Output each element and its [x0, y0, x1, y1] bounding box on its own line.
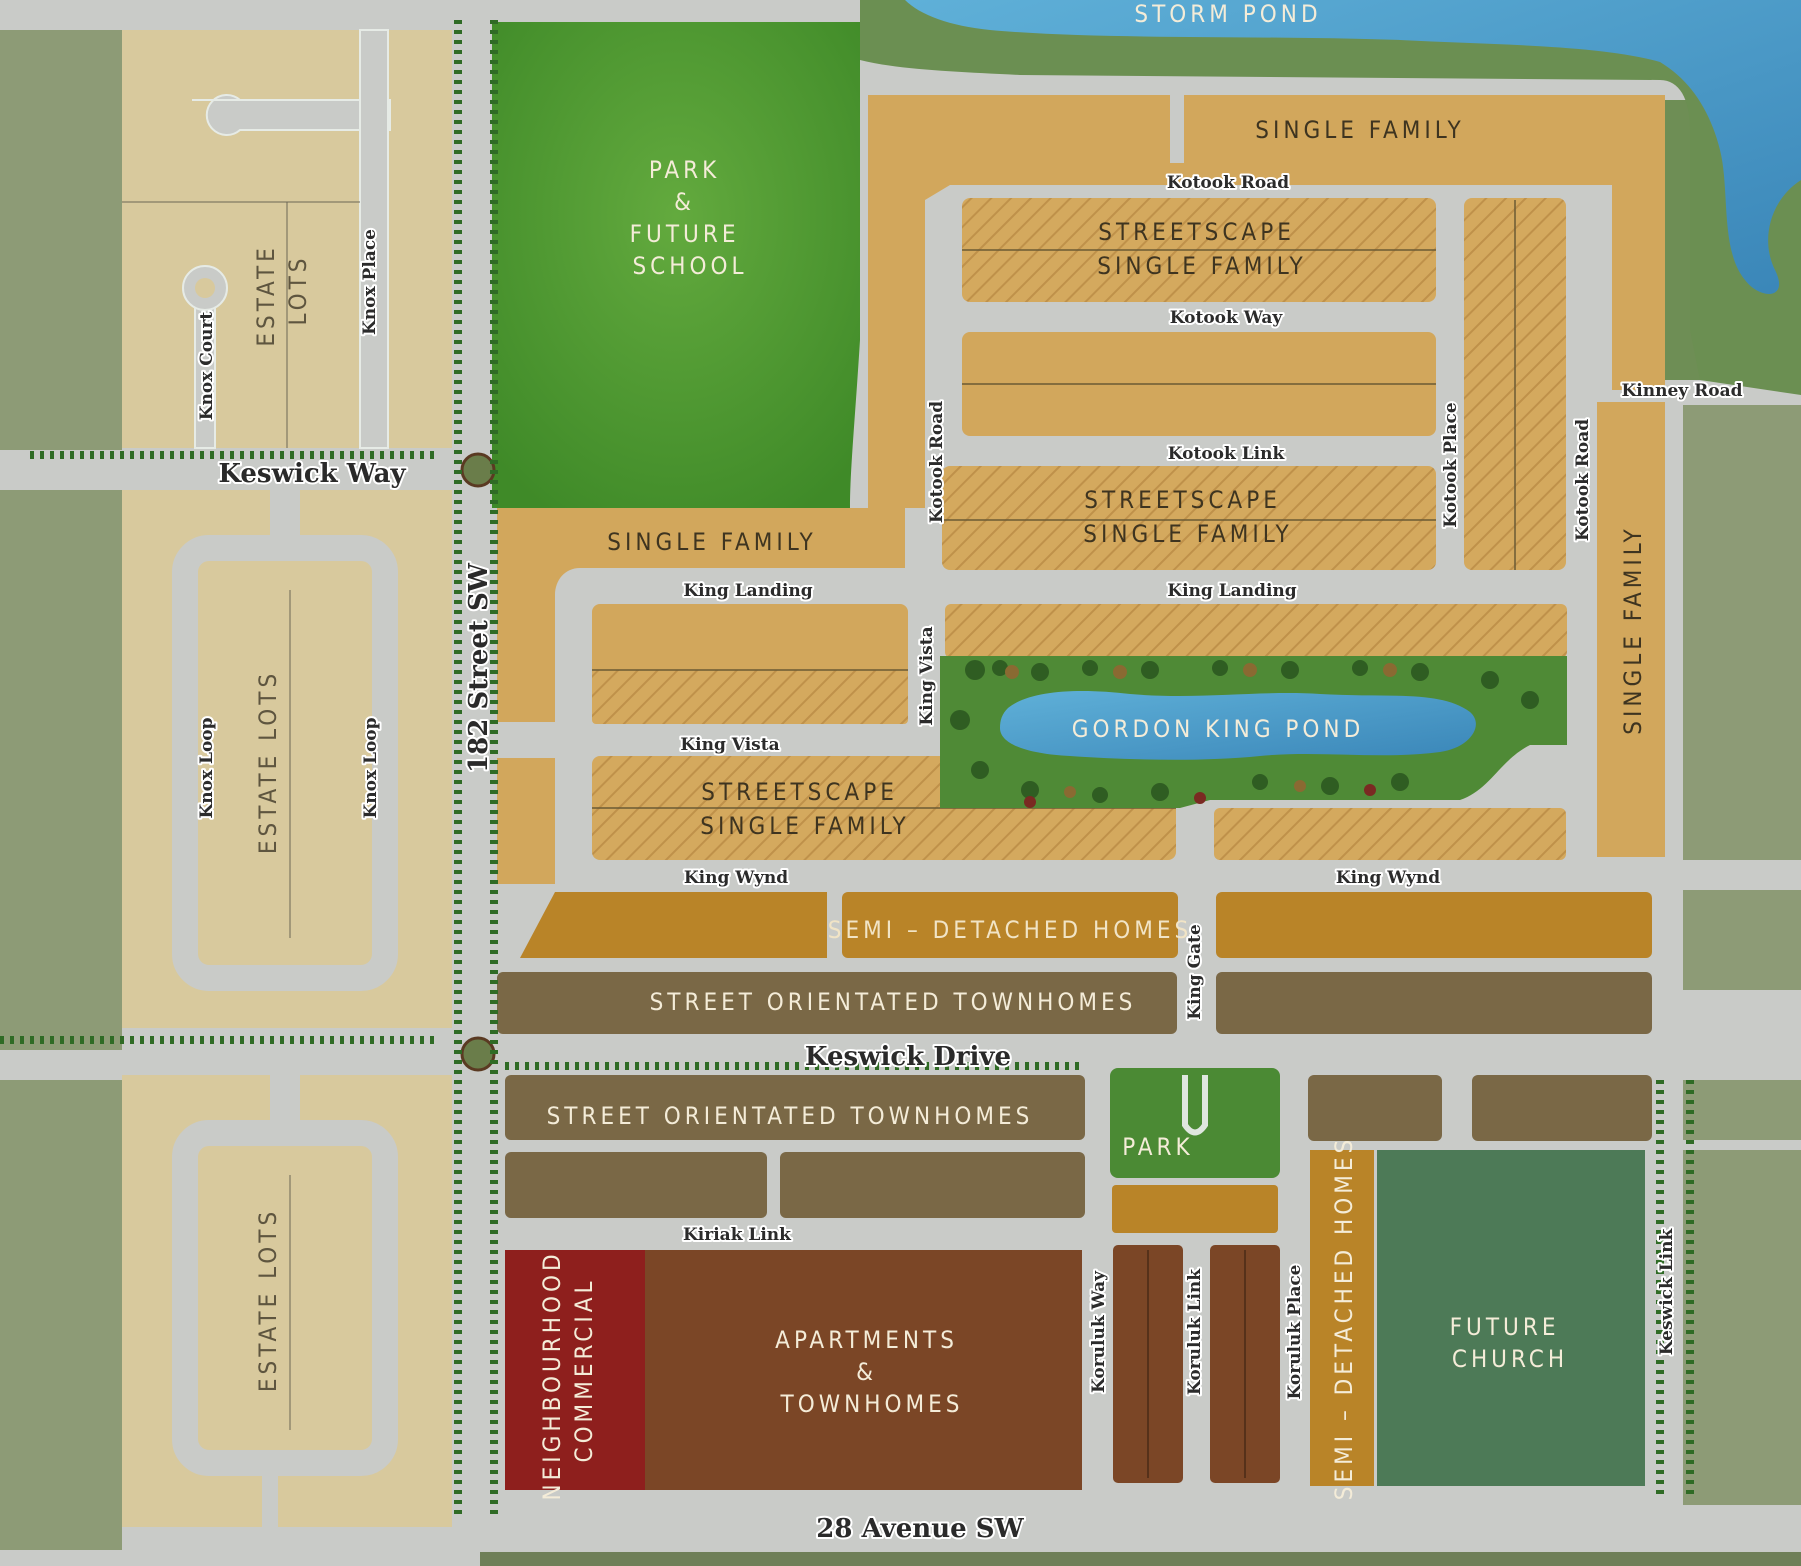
knox-place-label: Knox Place [360, 229, 380, 335]
king-landing-west-label: King Landing [683, 581, 812, 601]
tree-lines [0, 20, 1694, 1520]
streetscape-blocks: STREETSCAPE SINGLE FAMILY STREETSCAPE SI… [942, 198, 1566, 570]
gordon-king-pond-park: GORDON KING POND [940, 656, 1567, 808]
koruluk-link-label: Koruluk Link [1185, 1268, 1205, 1395]
kotook-road-top-label: Kotook Road [1167, 173, 1289, 193]
knox-court-label: Knox Court [197, 312, 217, 421]
single-family-north-ring: SINGLE FAMILY [868, 95, 1665, 508]
kotook-place-label: Kotook Place [1441, 402, 1461, 528]
king-gate-label: King Gate [1185, 924, 1205, 1020]
streetscape-1-label: STREETSCAPE SINGLE FAMILY [1097, 218, 1306, 280]
estate-lots-mid-label: ESTATE LOTS [254, 670, 282, 854]
king-vista-v-label: King Vista [917, 626, 937, 725]
king-wynd-east-label: King Wynd [1336, 868, 1440, 888]
keswick-link-label: Keswick Link [1657, 1228, 1677, 1356]
keswick-way-label: Keswick Way [218, 459, 406, 489]
king-vista-h-label: King Vista [680, 735, 779, 755]
townhomes-north-label: STREET ORIENTATED TOWNHOMES [650, 988, 1137, 1016]
storm-pond-label: STORM POND [1134, 0, 1321, 28]
single-family-west-east: SINGLE FAMILY SINGLE FAMILY [497, 402, 1665, 884]
estate-lots-north-label: ESTATE LOTS [252, 233, 312, 346]
townhomes-north: STREET ORIENTATED TOWNHOMES [497, 972, 1652, 1034]
park-school-label: PARK & FUTURE SCHOOL [630, 156, 751, 280]
single-family-east-label: SINGLE FAMILY [1619, 525, 1647, 734]
future-church-label: FUTURE CHURCH [1450, 1313, 1571, 1373]
kotook-road-west-label: Kotook Road [927, 401, 947, 523]
semi-detached-north-label: SEMI – DETACHED HOMES [828, 916, 1192, 944]
streetscape-3-label: STREETSCAPE SINGLE FAMILY [700, 778, 909, 840]
estate-lots-south-label: ESTATE LOTS [254, 1208, 282, 1392]
single-family-west-label: SINGLE FAMILY [607, 528, 816, 556]
semi-detached-south-label: SEMI – DETACHED HOMES [1330, 1136, 1358, 1500]
koruluk-way-label: Koruluk Way [1089, 1270, 1109, 1393]
kinney-road-label: Kinney Road [1622, 381, 1743, 401]
townhomes-south-label: STREET ORIENTATED TOWNHOMES [547, 1102, 1034, 1130]
apartments-label: APARTMENTS & TOWNHOMES [775, 1326, 969, 1418]
semi-detached-north: SEMI – DETACHED HOMES [520, 892, 1652, 958]
king-wynd-west-label: King Wynd [684, 868, 788, 888]
kotook-link-label: Kotook Link [1168, 444, 1286, 464]
park-future-school: PARK & FUTURE SCHOOL [492, 22, 860, 508]
gordon-king-pond [1000, 690, 1476, 760]
storm-pond-area: STORM POND [860, 0, 1801, 395]
kotook-road-east-label: Kotook Road [1573, 419, 1593, 541]
south-blocks: STREET ORIENTATED TOWNHOMES PARK NEIGHBO… [505, 1068, 1652, 1501]
koruluk-place-label: Koruluk Place [1285, 1264, 1305, 1399]
knox-loop-west-label: Knox Loop [197, 717, 217, 818]
avenue-28-label: 28 Avenue SW [816, 1514, 1024, 1544]
street-182-label: 182 Street SW [464, 562, 494, 773]
streetscape-2-label: STREETSCAPE SINGLE FAMILY [1083, 486, 1292, 548]
street-labels: Keswick Way 182 Street SW Keswick Drive … [195, 171, 1745, 1546]
kiriak-link-label: Kiriak Link [683, 1225, 792, 1245]
storm-pond [905, 0, 1801, 294]
neighbourhood-commercial-label: NEIGHBOURHOOD COMMERCIAL [538, 1239, 598, 1500]
gordon-king-pond-label: GORDON KING POND [1072, 715, 1364, 743]
estate-lots-area: ESTATE LOTS ESTATE LOTS ESTATE LOTS [122, 29, 452, 1527]
park-label: PARK [1122, 1133, 1193, 1161]
single-family-north-label: SINGLE FAMILY [1255, 116, 1464, 144]
keswick-drive-label: Keswick Drive [805, 1042, 1011, 1072]
king-landing-east-label: King Landing [1167, 581, 1296, 601]
kotook-way-label: Kotook Way [1170, 308, 1284, 328]
outer-fields [0, 30, 1801, 1566]
knox-loop-east-label: Knox Loop [361, 717, 381, 818]
